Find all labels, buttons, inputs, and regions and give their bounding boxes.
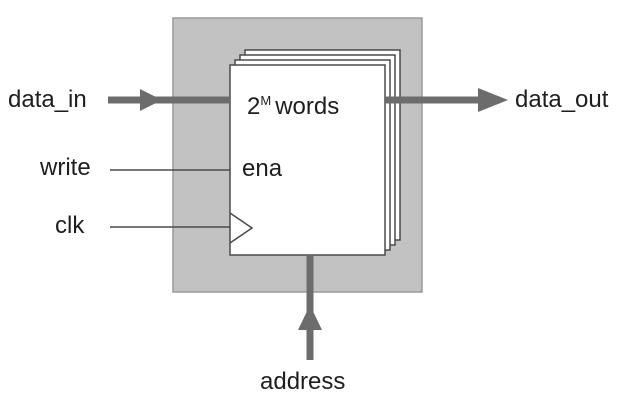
address-arrowhead: [298, 305, 322, 330]
data-in-arrowhead: [140, 89, 162, 111]
data-out-arrowhead: [478, 88, 508, 112]
data-out-label: data_out: [515, 86, 609, 113]
memory-page-front: [229, 64, 386, 256]
address-label: address: [260, 368, 346, 395]
size-base: 2: [247, 93, 261, 120]
memory-size-label: 2M words: [247, 93, 340, 120]
size-unit: words: [275, 93, 340, 120]
clk-label: clk: [55, 212, 85, 239]
write-label: write: [40, 154, 91, 181]
data-in-label: data_in: [8, 86, 87, 113]
enable-port-label: ena: [242, 155, 283, 182]
size-exponent: M: [260, 93, 272, 108]
clock-input-triangle: [229, 212, 254, 244]
